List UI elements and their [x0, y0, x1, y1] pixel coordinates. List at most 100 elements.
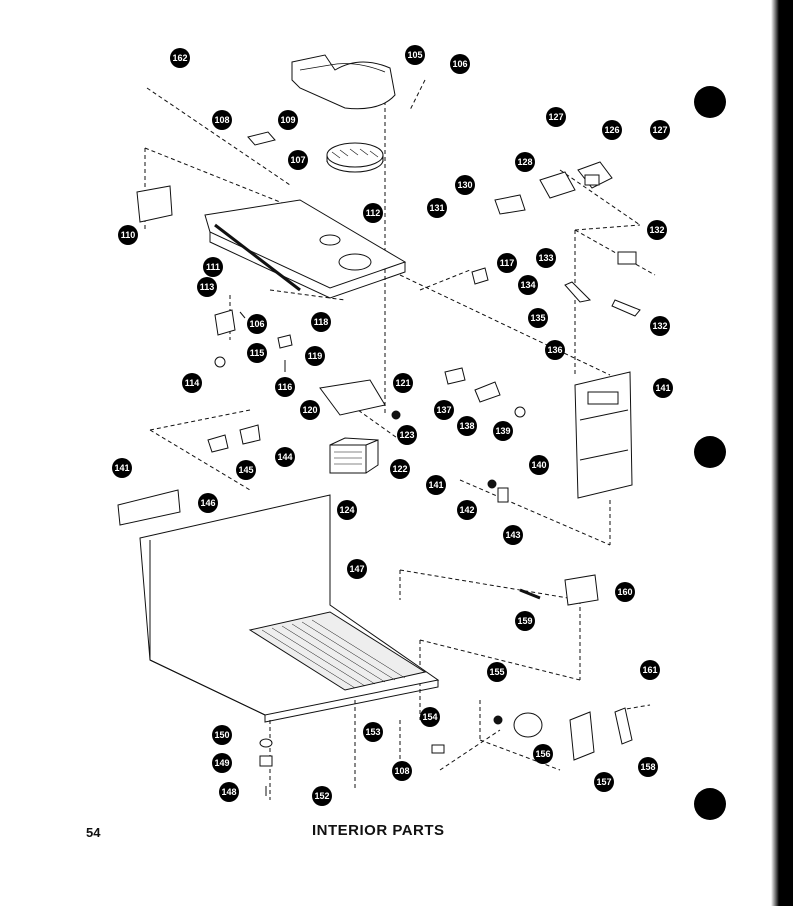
callout: 131	[427, 198, 447, 218]
part-158	[614, 707, 633, 745]
callout: 130	[455, 175, 475, 195]
callout: 122	[390, 459, 410, 479]
callout-label: 122	[392, 464, 407, 474]
page-caption: INTERIOR PARTS	[312, 822, 445, 839]
callout: 150	[212, 725, 232, 745]
callout-label: 105	[407, 50, 422, 60]
callout-label: 162	[172, 53, 187, 63]
callout-label: 135	[530, 313, 545, 323]
callout: 114	[182, 373, 202, 393]
callout-label: 142	[459, 505, 474, 515]
callout: 121	[393, 373, 413, 393]
panel-140	[574, 371, 633, 499]
callout-label: 120	[302, 405, 317, 415]
callout-label: 128	[517, 157, 532, 167]
callout-label: 160	[617, 587, 632, 597]
callout: 162	[170, 48, 190, 68]
plate-110	[136, 185, 173, 223]
actuator-129	[539, 171, 576, 199]
callout: 142	[457, 500, 477, 520]
callout-label: 136	[547, 345, 562, 355]
callout-label: 115	[250, 348, 265, 358]
bracket-113	[214, 309, 236, 336]
callout: 109	[278, 110, 298, 130]
callout: 135	[528, 308, 548, 328]
part-145	[207, 434, 229, 453]
callout-label: 158	[640, 762, 655, 772]
clip-117	[471, 267, 489, 285]
callout: 120	[300, 400, 320, 420]
lever-130	[494, 194, 526, 215]
callout: 144	[275, 447, 295, 467]
callout-label: 141	[655, 383, 670, 393]
callout: 143	[503, 525, 523, 545]
callout-label: 124	[339, 505, 354, 515]
callout-label: 155	[489, 667, 504, 677]
callouts: 162 105 106 108 109 107 127 126 127 128 …	[112, 45, 673, 806]
bracket-109	[247, 131, 276, 146]
part-144	[239, 424, 261, 445]
callout-label: 116	[278, 382, 293, 392]
contactor-160	[564, 574, 599, 606]
callout-label: 114	[185, 378, 200, 388]
callout-label: 150	[214, 730, 229, 740]
callout-label: 157	[596, 777, 611, 787]
callout-label: 152	[314, 791, 329, 801]
callout-label: 148	[221, 787, 236, 797]
part-137	[444, 367, 466, 385]
callout: 155	[487, 662, 507, 682]
part-138	[474, 381, 501, 403]
callout: 137	[434, 400, 454, 420]
callout-label: 123	[399, 430, 414, 440]
callout: 110	[118, 225, 138, 245]
callout: 123	[397, 425, 417, 445]
callout: 113	[197, 277, 217, 297]
callout-label: 127	[652, 125, 667, 135]
bracket-120	[319, 379, 386, 416]
callout: 105	[405, 45, 425, 65]
callout-label: 110	[121, 230, 136, 240]
callout: 134	[518, 275, 538, 295]
callout: 107	[288, 150, 308, 170]
callout: 138	[457, 416, 477, 436]
callout: 108	[392, 761, 412, 781]
callout-label: 138	[459, 421, 474, 431]
callout: 146	[198, 493, 218, 513]
callout: 106	[247, 314, 267, 334]
callout-label: 133	[538, 253, 553, 263]
callout-label: 146	[200, 498, 215, 508]
plate-146	[117, 489, 181, 526]
callout-label: 154	[422, 712, 437, 722]
callout: 154	[420, 707, 440, 727]
callout-label: 111	[206, 262, 220, 272]
motor-156	[513, 712, 543, 738]
callout: 141	[112, 458, 132, 478]
callout-label: 127	[548, 112, 563, 122]
punch-hole	[694, 86, 726, 118]
callout-label: 113	[200, 282, 215, 292]
callout: 139	[493, 421, 513, 441]
callout-label: 130	[457, 180, 472, 190]
callout: 160	[615, 582, 635, 602]
callout: 141	[426, 475, 446, 495]
callout-label: 121	[395, 378, 410, 388]
callout: 133	[536, 248, 556, 268]
callout: 124	[337, 500, 357, 520]
base-147	[139, 494, 440, 716]
callout-label: 161	[642, 665, 657, 675]
part-143	[497, 487, 509, 503]
callout-label: 134	[520, 280, 535, 290]
callout-label: 132	[649, 225, 664, 235]
punch-hole	[694, 788, 726, 820]
callout-label: 126	[604, 125, 619, 135]
callout: 156	[533, 744, 553, 764]
callout-label: 131	[429, 203, 444, 213]
callout-label: 119	[308, 351, 323, 361]
callout-label: 141	[114, 463, 129, 473]
callout-label: 153	[365, 727, 380, 737]
callout: 118	[311, 312, 331, 332]
callout-label: 106	[452, 59, 467, 69]
timer-124	[329, 444, 367, 474]
callout: 119	[305, 346, 325, 366]
callout: 127	[650, 120, 670, 140]
